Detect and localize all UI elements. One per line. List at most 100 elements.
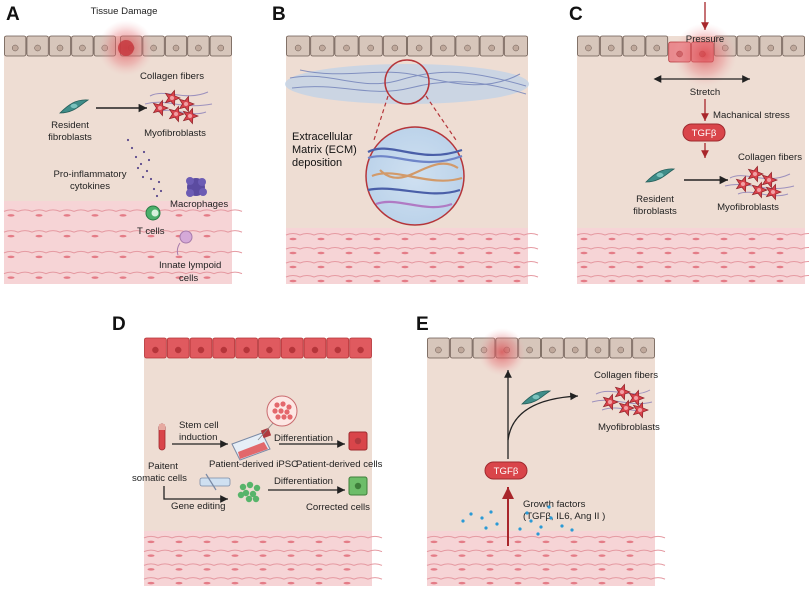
panel-e-letter: E	[416, 314, 429, 335]
gene-editing-instrument-icon	[199, 473, 231, 491]
panel-c: Pressure Stretch Machanical stress TGFβ …	[569, 2, 809, 284]
cell-nucleus	[767, 44, 775, 52]
innate-lymphoid-label-1: Innate lympoid	[159, 260, 221, 271]
macrophages-label: Macrophages	[170, 199, 228, 210]
corrected-cells-label: Corrected cells	[306, 502, 370, 513]
dot	[278, 408, 284, 414]
muscle-nucleus	[259, 568, 267, 571]
muscle-nucleus	[175, 568, 183, 571]
dot	[149, 177, 153, 181]
muscle-nucleus	[373, 237, 381, 241]
resident-fibroblasts-label-c1: Resident	[636, 194, 674, 205]
panel-d-epithelium	[144, 337, 372, 359]
tissue-damage-label: Tissue Damage	[91, 6, 158, 17]
muscle-nucleus	[542, 568, 550, 571]
muscle-nucleus	[514, 554, 522, 557]
damage-cell-icon	[118, 40, 134, 56]
dot	[547, 505, 551, 509]
muscle-nucleus	[664, 265, 672, 269]
muscle-fiber-line	[3, 230, 243, 233]
cell-nucleus	[152, 346, 159, 354]
fibroblast-icon-c	[645, 168, 676, 183]
muscle-nucleus	[63, 276, 71, 279]
dot	[253, 484, 261, 492]
muscle-nucleus	[7, 255, 15, 259]
muscle-nucleus	[287, 554, 295, 557]
muscle-nucleus	[63, 214, 71, 217]
panel-c-muscle-lines	[576, 233, 809, 283]
dot	[495, 522, 499, 526]
muscle-nucleus	[570, 581, 578, 585]
muscle-nucleus	[7, 214, 15, 217]
muscle-nucleus	[63, 255, 71, 259]
muscle-nucleus	[542, 554, 550, 557]
dot	[139, 162, 143, 166]
fibroblast-nucleus	[70, 103, 78, 109]
dot	[284, 409, 290, 415]
muscle-nucleus	[343, 540, 351, 544]
muscle-fiber-line	[285, 261, 539, 264]
dot	[136, 166, 140, 170]
cell-nucleus	[744, 44, 752, 52]
myofibroblast-icon-e	[602, 383, 649, 419]
muscle-nucleus	[345, 251, 353, 255]
muscle-nucleus	[91, 234, 99, 238]
muscle-nucleus	[580, 279, 588, 283]
muscle-nucleus	[259, 554, 267, 557]
panel-b-muscle-lines	[285, 233, 539, 283]
muscle-nucleus	[175, 554, 183, 557]
cell-nucleus	[594, 346, 602, 354]
muscle-nucleus	[514, 581, 522, 585]
ecm-zoom-large-circle	[365, 126, 465, 226]
muscle-nucleus	[485, 265, 493, 269]
muscle-nucleus	[692, 279, 700, 283]
cell-nucleus	[457, 346, 465, 354]
dot	[159, 189, 163, 193]
muscle-nucleus	[147, 255, 155, 259]
muscle-nucleus	[203, 540, 211, 544]
dot	[274, 402, 280, 408]
cell-nucleus	[311, 346, 319, 354]
muscle-nucleus	[626, 581, 634, 585]
muscle-fiber-line	[576, 233, 809, 236]
muscle-nucleus	[203, 234, 211, 238]
cell-nucleus	[440, 44, 447, 52]
muscle-nucleus	[203, 554, 211, 557]
ecm-label-3: deposition	[292, 157, 342, 169]
muscle-nucleus	[748, 279, 756, 283]
muscle-fiber-line	[285, 233, 539, 236]
muscle-nucleus	[486, 568, 494, 571]
dot	[280, 401, 286, 407]
dot	[489, 510, 493, 514]
cell-nucleus	[630, 44, 638, 52]
myofibroblast-nucleus	[174, 112, 178, 116]
innate-lymphoid-label-2: cells	[179, 273, 198, 284]
differentiation-label-1: Differentiation	[274, 433, 333, 444]
muscle-nucleus	[401, 279, 409, 283]
dot	[141, 175, 145, 179]
muscle-nucleus	[175, 581, 183, 585]
muscle-nucleus	[231, 581, 239, 585]
muscle-nucleus	[608, 237, 616, 241]
muscle-fiber-line	[3, 209, 243, 212]
dot	[157, 180, 161, 184]
muscle-nucleus	[626, 540, 634, 544]
muscle-nucleus	[513, 237, 521, 241]
dot	[560, 524, 564, 528]
muscle-nucleus	[457, 251, 465, 255]
dot	[237, 491, 245, 499]
cell-nucleus	[195, 44, 202, 52]
panel-a-muscle-layer	[4, 201, 232, 284]
muscle-fiber-line	[285, 247, 539, 250]
myofibroblast-nucleus	[634, 396, 638, 400]
muscle-nucleus	[486, 581, 494, 585]
panel-b: B Extracellular Matrix (ECM) deposition	[272, 4, 539, 284]
muscle-nucleus	[91, 255, 99, 259]
ecm-label-2: Matrix (ECM)	[292, 144, 357, 156]
cell-nucleus	[266, 346, 273, 354]
panel-d-letter: D	[112, 314, 126, 335]
muscle-nucleus	[373, 251, 381, 255]
cell-nucleus	[79, 44, 86, 52]
muscle-nucleus	[776, 251, 784, 255]
